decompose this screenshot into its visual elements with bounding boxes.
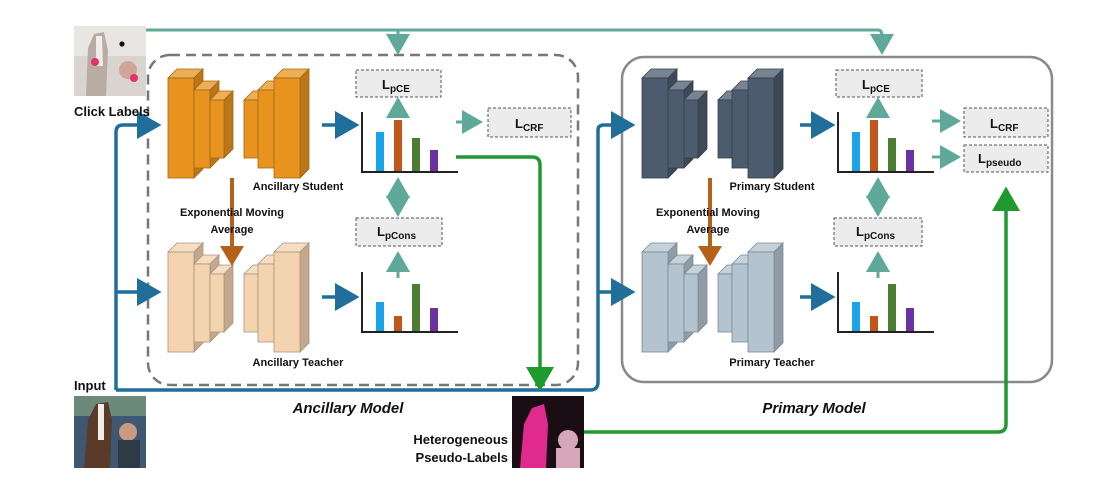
primary-teacher-prediction [837, 272, 934, 333]
anc-crf-loss: LCRF [487, 107, 572, 138]
svg-text:Lpseudo: Lpseudo [978, 151, 1022, 169]
hist-axes [837, 112, 934, 173]
anc-pce-loss: LpCE [355, 69, 442, 98]
click-labels-image [74, 26, 146, 96]
click-label-arrow [146, 28, 894, 55]
pri-pcons-loss: LpCons [833, 217, 923, 247]
primary-model-frame [620, 55, 1054, 384]
hist-bar [906, 308, 914, 332]
hist-bar [394, 316, 402, 332]
input-arrow-anc-student [114, 111, 162, 390]
anc-pcons-loss: LpCons [355, 217, 443, 247]
decoder-layer [273, 68, 310, 179]
ancillary-model-caption: Ancillary Model [292, 400, 405, 417]
hist-bar [852, 132, 860, 172]
svg-text:LpCons: LpCons [856, 224, 896, 242]
ema-caption-pri-line1: Exponential Moving [656, 207, 760, 219]
ancillary-student-prediction [361, 112, 458, 173]
ancillary-student-caption: Ancillary Student [253, 181, 344, 193]
ema-caption-anc-line2: Average [210, 224, 253, 236]
hist-bar [852, 302, 860, 332]
hist-axes [837, 272, 934, 333]
hist-axes [361, 272, 458, 333]
svg-text:LpCons: LpCons [377, 224, 417, 242]
ema-caption-pri-line2: Average [686, 224, 729, 236]
pri-pce-loss: LpCE [835, 69, 923, 98]
ancillary-teacher-network [167, 242, 310, 353]
svg-text:LCRF: LCRF [515, 116, 544, 134]
encoder-layer [209, 264, 234, 333]
ancillary-model-frame [146, 53, 580, 387]
hetero-caption-line1: Heterogeneous [413, 432, 508, 447]
hist-bar [376, 302, 384, 332]
ancillary-teacher-caption: Ancillary Teacher [253, 357, 345, 369]
encoder-layer [683, 264, 708, 333]
primary-student-prediction [837, 112, 934, 173]
hist-bar [870, 120, 878, 172]
hist-bar [888, 138, 896, 172]
primary-student-caption: Primary Student [730, 181, 815, 193]
encoder-layer [683, 90, 708, 159]
hist-bar [906, 150, 914, 172]
ancillary-student-network [167, 68, 310, 179]
decoder-layer [747, 242, 784, 353]
hist-axes [361, 112, 458, 173]
input-arrow-main [116, 111, 636, 392]
hist-bar [394, 120, 402, 172]
hetero-caption-line2: Pseudo-Labels [416, 450, 508, 465]
input-image [74, 396, 146, 468]
primary-model-caption: Primary Model [762, 400, 866, 417]
ema-caption-anc-line1: Exponential Moving [180, 207, 284, 219]
pri-crf-loss: LCRF [963, 107, 1049, 138]
decoder-layer [747, 68, 784, 179]
pseudo-label-arrow-primary [582, 186, 1020, 434]
pri-pseudo-loss: Lpseudo [963, 144, 1049, 173]
svg-text:LCRF: LCRF [990, 116, 1019, 134]
svg-text:LpCE: LpCE [862, 77, 890, 95]
hist-bar [376, 132, 384, 172]
click-labels-caption: Click Labels [74, 104, 150, 119]
hist-bar [412, 284, 420, 332]
hist-bar [430, 150, 438, 172]
hist-bar [412, 138, 420, 172]
input-caption: Input [74, 378, 106, 393]
primary-teacher-caption: Primary Teacher [729, 357, 815, 369]
encoder-layer [209, 90, 234, 159]
pseudo-label-image [512, 396, 584, 468]
primary-teacher-network [641, 242, 784, 353]
ancillary-teacher-prediction [361, 272, 458, 333]
hist-bar [870, 316, 878, 332]
svg-text:LpCE: LpCE [382, 77, 410, 95]
pseudo-label-arrow-down [456, 155, 554, 392]
decoder-layer [273, 242, 310, 353]
hist-bar [430, 308, 438, 332]
hist-bar [888, 284, 896, 332]
primary-student-network [641, 68, 784, 179]
